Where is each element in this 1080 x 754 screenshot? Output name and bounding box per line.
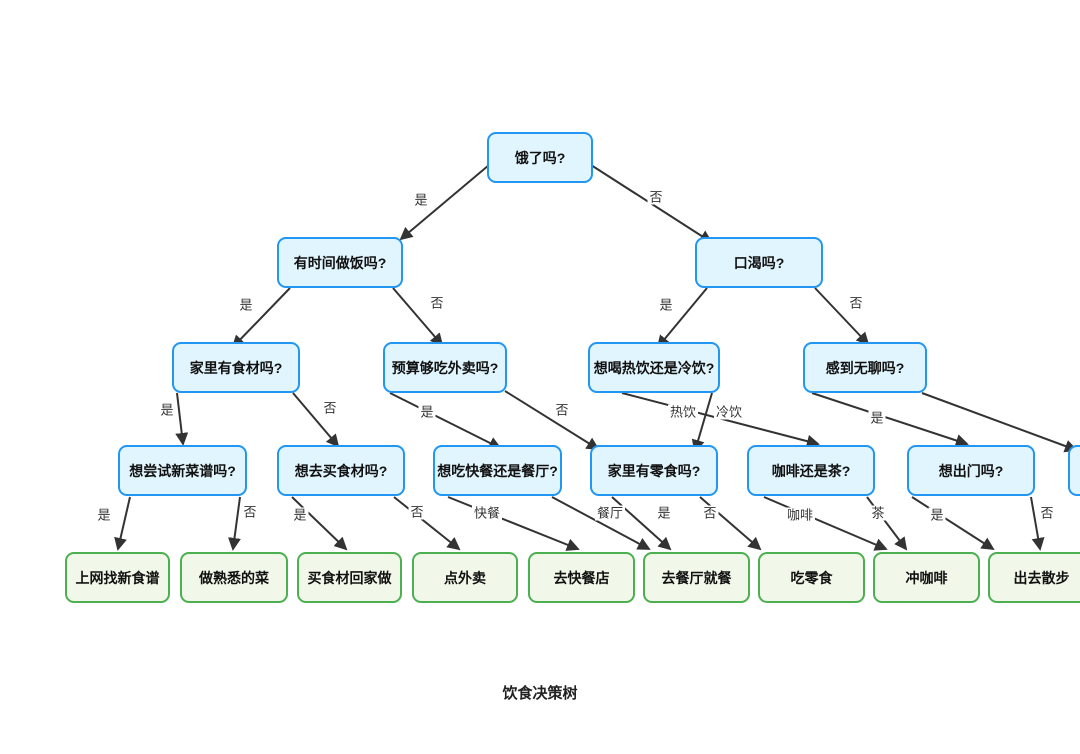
node-try-new-recipe: 想尝试新菜谱吗? xyxy=(118,445,247,496)
node-make-coffee: 冲咖啡 xyxy=(873,552,980,603)
edge-label: 冷饮 xyxy=(713,404,745,420)
node-hungry: 饿了吗? xyxy=(487,132,593,183)
edge-label: 是 xyxy=(237,297,255,313)
diagram-title-wrap: 饮食决策树 xyxy=(0,682,1080,703)
node-find-recipe-online: 上网找新食谱 xyxy=(65,552,170,603)
edge-label: 是 xyxy=(291,507,309,523)
edge-label: 茶 xyxy=(869,505,887,521)
node-label: 有时间做饭吗? xyxy=(293,254,387,271)
edge-go-out-to-go-for-walk xyxy=(1030,496,1045,551)
edge-label: 咖啡 xyxy=(784,507,816,523)
node-bored: 感到无聊吗? xyxy=(803,342,927,393)
edge-coffee-or-tea-to-make-coffee xyxy=(763,496,888,551)
node-order-delivery: 点外卖 xyxy=(412,552,518,603)
edge-hot-or-cold-to-snacks-home xyxy=(691,392,713,453)
node-eat-snacks: 吃零食 xyxy=(758,552,865,603)
node-budget-delivery: 预算够吃外卖吗? xyxy=(383,342,507,393)
node-label: 冲咖啡 xyxy=(905,569,948,586)
node-label: 买食材回家做 xyxy=(307,569,392,586)
edge-label: 快餐 xyxy=(471,505,503,521)
node-dine-at-restaurant: 去餐厅就餐 xyxy=(643,552,750,603)
node-coffee-or-tea: 咖啡还是茶? xyxy=(747,445,875,496)
edge-try-new-recipe-to-find-recipe-online xyxy=(114,496,131,551)
node-go-out: 想出门吗? xyxy=(907,445,1035,496)
node-ingredients-home: 家里有食材吗? xyxy=(172,342,300,393)
node-label: 吃零食 xyxy=(790,569,833,586)
edge-bored-to-go-out xyxy=(811,392,969,447)
node-label: 点外卖 xyxy=(444,569,486,586)
edge-label: 是 xyxy=(158,402,176,418)
edge-ingredients-home-to-buy-ingredients xyxy=(292,392,340,448)
node-label: 家里有食材吗? xyxy=(189,359,283,376)
edge-label: 否 xyxy=(408,504,426,520)
edge-label: 否 xyxy=(553,402,571,418)
edge-hungry-to-time-to-cook xyxy=(399,164,490,241)
node-label: 去餐厅就餐 xyxy=(661,569,732,586)
node-label: 想出门吗? xyxy=(938,462,1004,479)
edge-label: 餐厅 xyxy=(594,505,626,521)
edge-thirsty-to-bored xyxy=(814,287,870,346)
edge-try-new-recipe-to-cook-familiar-dish xyxy=(228,496,241,551)
edge-ingredients-home-to-try-new-recipe xyxy=(175,392,189,446)
node-label: 预算够吃外卖吗? xyxy=(391,359,499,376)
edge-label: 是 xyxy=(418,404,436,420)
node-label: 口渴吗? xyxy=(733,254,785,271)
node-label: 做熟悉的菜 xyxy=(199,569,269,586)
edge-label: 否 xyxy=(241,504,259,520)
edge-thirsty-to-hot-or-cold xyxy=(656,287,708,349)
edge-time-to-cook-to-ingredients-home xyxy=(231,287,291,349)
edge-budget-delivery-to-fastfood-or-restaurant xyxy=(389,392,502,449)
node-cook-familiar-dish: 做熟悉的菜 xyxy=(180,552,288,603)
node-label: 去快餐店 xyxy=(553,569,610,586)
node-label: 想吃快餐还是餐厅? xyxy=(437,462,558,479)
edge-label: 是 xyxy=(655,505,673,521)
edge-label: 否 xyxy=(647,189,665,205)
node-label: 上网找新食谱 xyxy=(75,569,160,586)
edge-time-to-cook-to-budget-delivery xyxy=(392,287,444,347)
node-label: 咖啡还是茶? xyxy=(771,462,851,479)
node-snacks-home: 家里有零食吗? xyxy=(590,445,718,496)
edge-go-out-to-go-for-walk xyxy=(911,496,995,551)
edge-buy-ingredients-to-buy-and-cook xyxy=(291,496,348,551)
edge-label: 是 xyxy=(868,410,886,426)
node-buy-ingredients: 想去买食材吗? xyxy=(277,445,405,496)
edge-label: 是 xyxy=(928,507,946,523)
node-go-for-walk: 出去散步 xyxy=(988,552,1080,603)
node-hot-or-cold: 想喝热饮还是冷饮? xyxy=(588,342,720,393)
node-go-fastfood-shop: 去快餐店 xyxy=(528,552,635,603)
edge-label: 否 xyxy=(701,505,719,521)
edge-label: 热饮 xyxy=(667,404,699,420)
edge-fastfood-or-restaurant-to-go-fastfood-shop xyxy=(447,496,580,551)
edge-label: 否 xyxy=(1038,505,1056,521)
node-label: 想去买食材吗? xyxy=(294,462,388,479)
edge-label: 是 xyxy=(412,192,430,208)
edge-label: 否 xyxy=(321,400,339,416)
node-time-to-cook: 有时间做饭吗? xyxy=(277,237,403,288)
edge-label: 否 xyxy=(428,295,446,311)
diagram-title: 饮食决策树 xyxy=(502,685,578,702)
edge-label: 是 xyxy=(95,507,113,523)
edge-label: 否 xyxy=(847,295,865,311)
node-label: 出去散步 xyxy=(1013,569,1070,586)
node-buy-and-cook: 买食材回家做 xyxy=(297,552,402,603)
node-label: 想喝热饮还是冷饮? xyxy=(593,359,715,376)
edge-bored-to-cutoff-node xyxy=(921,392,1078,453)
edge-fastfood-or-restaurant-to-dine-at-restaurant xyxy=(551,496,651,550)
edge-buy-ingredients-to-order-delivery xyxy=(393,496,461,551)
node-label: 饿了吗? xyxy=(514,149,566,166)
edge-label: 是 xyxy=(657,297,675,313)
node-label: 家里有零食吗? xyxy=(607,462,701,479)
edge-budget-delivery-to-snacks-home xyxy=(504,390,600,451)
node-label: 感到无聊吗? xyxy=(825,359,905,376)
node-label: 想尝试新菜谱吗? xyxy=(129,462,236,479)
node-fastfood-or-restaurant: 想吃快餐还是餐厅? xyxy=(433,445,562,496)
node-thirsty: 口渴吗? xyxy=(695,237,823,288)
node-cutoff-node xyxy=(1068,445,1080,496)
